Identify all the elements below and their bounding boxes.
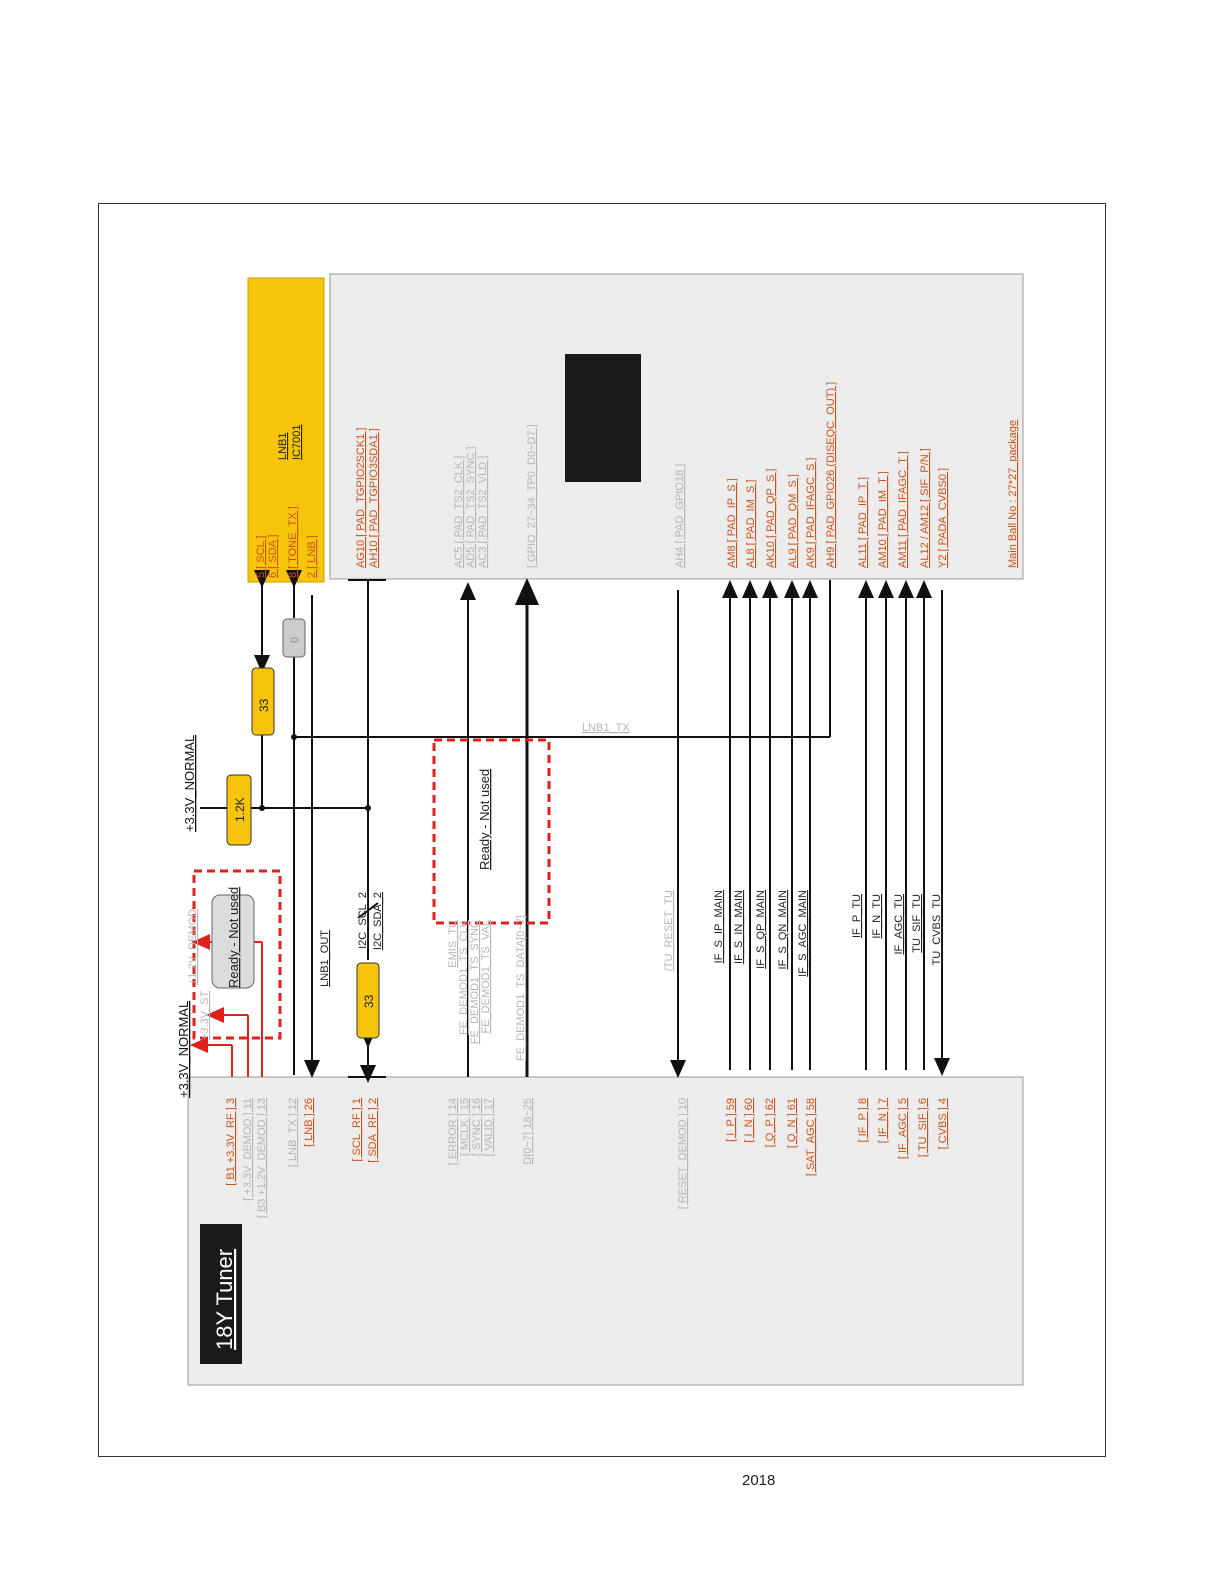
tuner-lnb-pin: [ LNB_TX ] 12 xyxy=(287,1098,299,1167)
soc-ts-pin: AC3 [ PAD_TS2_VLD ] xyxy=(477,456,489,568)
lnb-pin: 6 [ SDA ] xyxy=(267,535,279,578)
soc-i2c-pin: AG10 [ PAD_TGPIO2SCK1 ] xyxy=(355,428,367,568)
tuner-ts-pin: [ VALID ] 17 xyxy=(483,1098,495,1157)
net-if-tu: TU_SIF_TU xyxy=(911,894,923,953)
soc-if-main-pin: AK9 [ PAD_IFAGC_S ] xyxy=(805,458,817,568)
net-if-main: IF_S_AGC_MAIN xyxy=(797,890,809,977)
not-used-region-2 xyxy=(432,738,551,925)
page-frame xyxy=(98,203,1106,1457)
net-if-main: IF_S_IP_MAIN xyxy=(713,890,725,963)
net-ts: FE_DEMOD1_TS_CLK xyxy=(458,919,470,1035)
net-if-tu: IF_P_TU xyxy=(851,894,863,938)
soc-if-main-pin: AL9 [ PAD_QM_S ] xyxy=(787,474,799,568)
resistor-33-bottom-label: 33 xyxy=(362,994,376,1008)
soc-if-main-pin: AK10 [ PAD_QP_S ] xyxy=(765,469,777,568)
tuner-title: 18Y Tuner xyxy=(212,1249,237,1350)
tuner-reset-pin: [ RESET_DEMOD ] 10 xyxy=(677,1098,689,1209)
soc-gpio-pin: [ GPIO_27~34_TP0_D0~D7 ] xyxy=(526,424,538,568)
tuner-lnb-pin: [ LNB ] 26 xyxy=(303,1098,315,1147)
tuner-if-tu-pin: [ IF_P ] 8 xyxy=(857,1098,869,1142)
soc-if-tu-pin: AM10 [ PAD_IM_T ] xyxy=(877,471,889,568)
soc-reset-pin: AH4 [ PAD_GPIO18 ] xyxy=(674,464,686,568)
resistor-1-2k-label: 1.2K xyxy=(233,797,247,822)
tuner-ts-pin: [ ERROR ] 14 xyxy=(447,1098,459,1165)
zero-ohm-part xyxy=(282,618,306,658)
ic-name: LNB1 xyxy=(277,432,289,460)
resistor-33-top xyxy=(251,667,275,736)
net-ts: EMIS_TU xyxy=(447,920,459,968)
not-used-label-2: Ready - Not used xyxy=(477,769,492,870)
net-reset: /TU_RESET_TU xyxy=(663,890,675,971)
not-used-region-1 xyxy=(192,869,282,1040)
tuner-if-main-pin: [ Q_P ] 62 xyxy=(764,1098,776,1147)
tuner-if-main-pin: [ I_N ] 60 xyxy=(743,1098,755,1143)
soc-ts-pin: AD5 [ PAD_TS2_SYNC ] xyxy=(465,447,477,568)
tuner-block xyxy=(187,1076,1024,1386)
tuner-i2c-pin: [ SDA_RF ] 2 xyxy=(367,1098,379,1163)
tuner-if-tu-pin: [ TU_SIF ] 6 xyxy=(917,1098,929,1157)
soc-i2c-pin: AH10 [ PAD_TGPIO3SDA1 ] xyxy=(368,428,380,568)
net-i2c: I2C_SCL_2 xyxy=(357,892,369,949)
tuner-if-main-pin: [ SAT_AGC ] 58 xyxy=(805,1098,817,1176)
power-label-st: +3.3V_ST xyxy=(199,990,211,1040)
tuner-if-main-pin: [ I_P ] 59 xyxy=(725,1098,737,1142)
tuner-ts-pin: [ MCLK ] 15 xyxy=(459,1098,471,1156)
soc-if-main-pin: AL8 [ PAD_IM_S ] xyxy=(745,480,757,568)
net-if-tu: TU_CVBS_TU xyxy=(931,894,943,966)
resistor-33-bottom xyxy=(356,962,380,1039)
lnb-pin: 2 [ LNB ] xyxy=(306,535,318,578)
net-ts: FE_DEMOD1_TS_SYNC xyxy=(469,920,481,1044)
redacted-block xyxy=(565,354,641,482)
net-lnb-out: LNB1_OUT xyxy=(319,930,331,987)
tuner-power-pin: [ B3 +1.2V_DEMOD ] 13 xyxy=(256,1098,268,1218)
tuner-if-main-pin: [ Q_N ] 61 xyxy=(786,1098,798,1148)
soc-pin-list: AG10 [ PAD_TGPIO2SCK1 ]AH10 [ PAD_TGPIO3… xyxy=(355,382,949,568)
net-i2c: I2C_SDA_2 xyxy=(372,892,384,950)
net-ts: FE_DEMOD1_TS_VAL xyxy=(480,920,492,1034)
tuner-ts-pin: [ SYNC ] 16 xyxy=(471,1098,483,1156)
lnb-pin: 8 [ TONE_TX ] xyxy=(287,506,299,578)
ic-ref: IC7001 xyxy=(291,425,303,460)
tuner-data-pin: D[0~7] 18~25 xyxy=(522,1098,534,1165)
soc-if-tu-pin: AL12 / AM12 [ SIF_P/N ] xyxy=(919,448,931,568)
footer-year: 2018 xyxy=(742,1472,776,1489)
not-used-part xyxy=(211,894,255,989)
net-if-tu: IF_N_TU xyxy=(871,894,883,939)
net-ts-data: FE_DEMOD1_TS_DATA[0~7] xyxy=(515,915,527,1061)
tuner-if-tu-pin: [ CVBS ] 4 xyxy=(937,1098,949,1149)
resistor-1-2k xyxy=(226,774,252,846)
tuner-i2c-pin: [ SCL_RF ] 1 xyxy=(351,1098,363,1162)
lnb-pin-list: 5 [ SCL ]6 [ SDA ] 8 [ TONE_TX ] 2 [ LNB ] xyxy=(255,506,318,578)
tuner-if-tu-pin: [ IF_N ] 7 xyxy=(877,1098,889,1143)
zero-ohm-label: 0 xyxy=(289,637,301,643)
soc-block xyxy=(329,273,1024,580)
soc-if-main-pin: AH9 [ PAD_GPIO26 (DISEQC_OUT) ] xyxy=(825,382,837,568)
net-lnb-tx: LNB1_TX xyxy=(582,722,630,734)
soc-if-main-pin: AM8 [ PAD_IP_S ] xyxy=(726,478,738,568)
not-used-label-1: Ready - Not used xyxy=(226,887,241,988)
net-if-main: IF_S_QP_MAIN xyxy=(755,890,767,969)
net-if-main: IF_S_IN_MAIN xyxy=(733,890,745,964)
lnb-ic-block xyxy=(247,277,325,583)
tuner-if-tu-pin: [ IF_AGC ] 5 xyxy=(897,1098,909,1159)
tuner-pin-list: [ B1 +3.3V_RF ] 3 [ +3.3V_DEMOD ] 11[ B3 … xyxy=(225,1098,949,1218)
soc-if-tu-pin: AM11 [ PAD_IFAGC_T ] xyxy=(897,451,909,568)
power-label-bottom: +3.3V_NORMAL xyxy=(176,1001,191,1098)
soc-ts-pin: AC5 [ PAD_TS2_CLK ] xyxy=(453,456,465,568)
resistor-33-top-label: 33 xyxy=(257,698,271,712)
power-label-top: +3.3V_NORMAL xyxy=(182,735,197,832)
soc-if-tu-pin: AL11 [ PAD_IP_T ] xyxy=(857,477,869,568)
tuner-power-pin: [ +3.3V_DEMOD ] 11 xyxy=(242,1098,254,1201)
tuner-power-pin: [ B1 +3.3V_RF ] 3 xyxy=(225,1098,237,1186)
lnb-pin: 5 [ SCL ] xyxy=(255,536,267,578)
tuner-title-box xyxy=(200,1224,242,1364)
soc-if-tu-pin: Y2 [ PADA_CVBS0 ] xyxy=(937,468,949,568)
net-if-tu: IF_AGC_TU xyxy=(893,894,905,955)
power-label-demod: +1.2V_DEMOD xyxy=(187,909,199,985)
package-note: Main Ball No : 27*27_package xyxy=(1007,420,1019,568)
net-if-main: IF_S_QN_MAIN xyxy=(777,890,789,970)
